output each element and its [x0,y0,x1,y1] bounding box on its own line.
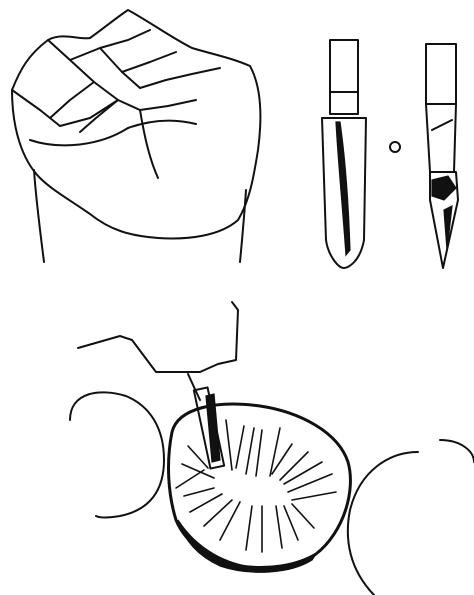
molar-tooth-drawing [12,10,260,262]
small-circle-glyph [390,142,400,152]
bur-preparation-drawing [70,302,474,595]
right-bur-drawing [426,44,458,268]
left-bur-drawing [322,40,366,268]
